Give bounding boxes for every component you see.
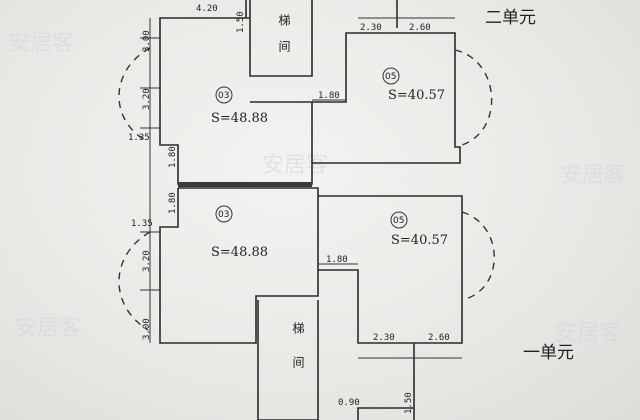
lower-stair-wall (257, 300, 319, 420)
dim-center-1-80-b: 1.80 (326, 255, 348, 265)
dim-mid-1-80-b: 1.80 (168, 192, 178, 214)
dim-left-1-35-a: 1.35 (128, 133, 150, 143)
balcony-arc-lower-left (118, 231, 151, 331)
room-area-lower-left: S=48.88 (211, 245, 268, 260)
room-area-lower-right: S=40.57 (391, 233, 448, 248)
room-badge-upper-left: 03 (218, 91, 229, 101)
lower-left-room-wall (159, 187, 319, 344)
dim-left-3-00-a: 3.00 (142, 30, 152, 52)
balcony-arc-upper-left (118, 47, 151, 143)
dim-left-3-20-b: 3.20 (142, 250, 152, 272)
dim-left-3-00-b: 3.00 (142, 318, 152, 340)
dim-mid-1-80-a: 1.80 (168, 146, 178, 168)
watermark-2: 安居客 (262, 153, 328, 178)
room-badge-circle (382, 67, 400, 85)
dim-bottom-2-60: 2.60 (428, 333, 450, 343)
dim-top-1-50: 1.50 (236, 11, 246, 33)
bottom-room-wall-2 (357, 407, 414, 420)
room-badge-circle (390, 211, 408, 229)
unit-label-lower: 一单元 (523, 343, 574, 363)
balcony-arc-upper-right (454, 49, 493, 146)
room-badge-upper-right: 05 (385, 72, 396, 82)
room-area-upper-left: S=48.88 (211, 111, 268, 126)
lower-right-room-wall (318, 195, 463, 344)
dim-bottom-2-30: 2.30 (373, 333, 395, 343)
room-badge-circle (215, 86, 233, 104)
watermark-4: 安居客 (15, 316, 81, 341)
watermark-1: 安居客 (8, 31, 74, 56)
watermark-5: 安居客 (555, 321, 621, 346)
dim-top-2-30: 2.30 (360, 23, 382, 33)
dim-left-3-20-a: 3.20 (142, 88, 152, 110)
upper-left-room-wall (159, 17, 313, 185)
stairs-label-lower: 梯间 (291, 322, 305, 390)
unit-label-upper: 二单元 (485, 8, 536, 28)
room-area-upper-right: S=40.57 (388, 88, 445, 103)
dim-top-2-60: 2.60 (409, 23, 431, 33)
room-badge-lower-right: 05 (393, 216, 404, 226)
balcony-arc-lower-right (461, 211, 495, 301)
unit-divider (178, 182, 312, 187)
room-badge-circle (215, 205, 233, 223)
upper-right-room-wall (312, 32, 461, 164)
stairs-label-upper: 梯间 (277, 14, 291, 66)
dim-left-1-35-b: 1.35 (131, 219, 153, 229)
watermark-3: 安居客 (560, 163, 626, 188)
dim-bottom-0-90: 0.90 (338, 398, 360, 408)
dim-top-4-20: 4.20 (196, 4, 218, 14)
dim-bottom-1-50: 1.50 (404, 392, 414, 414)
dim-center-1-80-a: 1.80 (318, 91, 340, 101)
room-badge-lower-left: 03 (218, 210, 229, 220)
upper-stair-wall (249, 0, 313, 77)
